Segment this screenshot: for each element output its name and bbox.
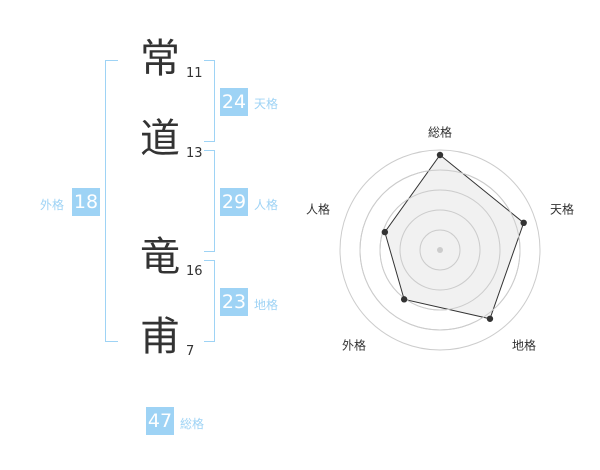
radar-axis-label-5: 人格 — [306, 202, 330, 217]
radar-point-2 — [520, 219, 527, 227]
chikaku-label: 地格 — [254, 298, 279, 312]
jinkaku-label: 人格 — [254, 198, 279, 212]
radar-axis-label-2: 天格 — [550, 202, 574, 217]
soukaku-label: 総格 — [180, 417, 205, 431]
chikaku-value: 23 — [220, 288, 248, 316]
soukaku-value: 47 — [146, 407, 174, 435]
radar-grid-ring-overlay — [379, 189, 501, 311]
name-char-3: 竜 — [140, 234, 180, 280]
stroke-count-2: 13 — [186, 146, 203, 161]
tenkaku-bracket — [204, 60, 215, 142]
stroke-count-4: 7 — [186, 344, 195, 359]
radar-grid-ring-overlay — [359, 169, 521, 331]
radar-point-4 — [400, 296, 408, 303]
tenkaku-label: 天格 — [254, 97, 279, 111]
radar-center-point — [437, 247, 443, 253]
gaikaku-bracket — [105, 60, 118, 342]
radar-point-5 — [381, 228, 389, 236]
radar-grid-ring-overlay — [399, 209, 481, 291]
radar-point-3 — [486, 315, 494, 322]
name-char-2: 道 — [140, 116, 180, 162]
gaikaku-label: 外格 — [40, 198, 65, 212]
chikaku-bracket — [204, 260, 215, 342]
radar-point-1 — [436, 151, 444, 159]
radar-grid-ring-overlay — [419, 229, 461, 271]
tenkaku-value: 24 — [220, 88, 248, 116]
radar-axis-label-1: 総格 — [428, 125, 452, 140]
gaikaku-value: 18 — [72, 188, 100, 216]
jinkaku-value: 29 — [220, 188, 248, 216]
radar-axis-label-4: 外格 — [342, 338, 366, 353]
radar-axis-label-3: 地格 — [512, 338, 536, 353]
jinkaku-bracket — [204, 150, 215, 252]
name-char-1: 常 — [140, 36, 180, 82]
stroke-count-1: 11 — [186, 66, 203, 81]
name-char-4: 甫 — [140, 314, 180, 360]
stroke-count-3: 16 — [186, 264, 203, 279]
